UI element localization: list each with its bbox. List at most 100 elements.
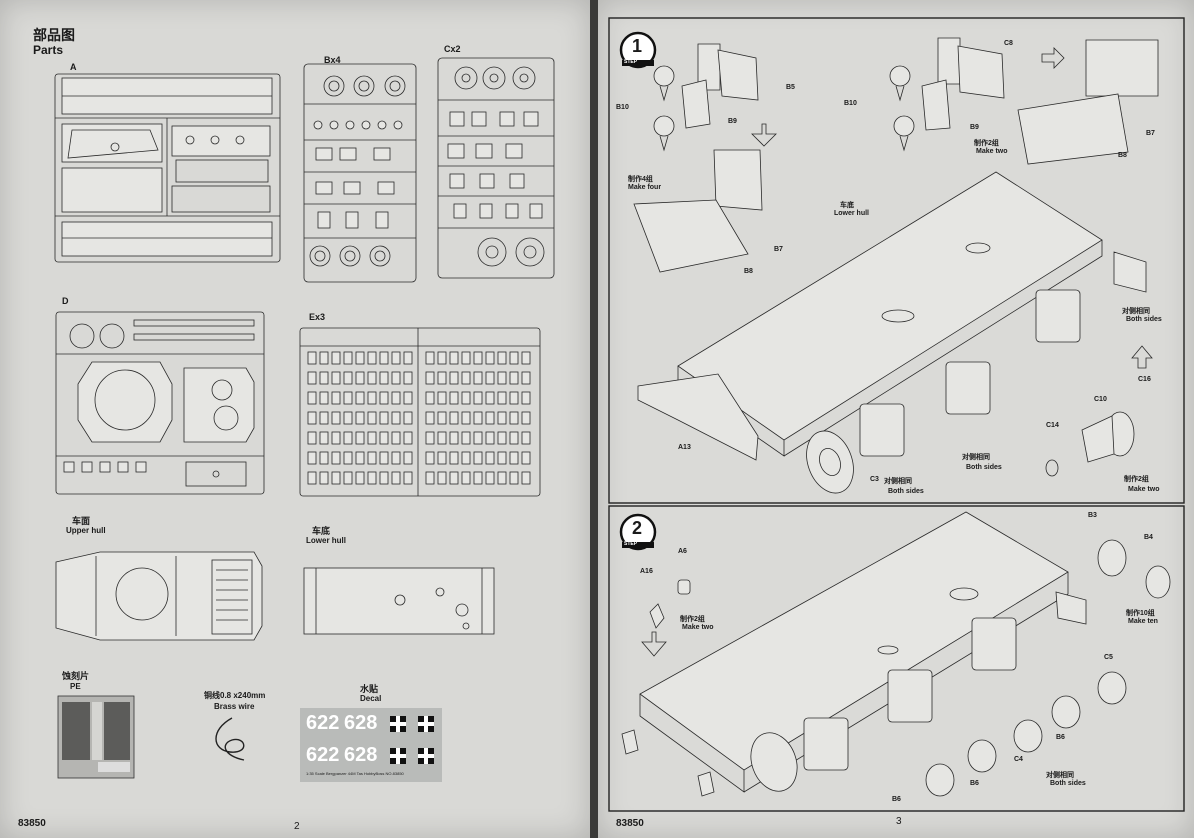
track-link bbox=[509, 411, 519, 425]
track-link bbox=[331, 431, 341, 445]
lower-hull-cn-step1: 车底 bbox=[840, 202, 854, 209]
track-link bbox=[521, 471, 531, 485]
track-link bbox=[437, 451, 447, 465]
track-link bbox=[355, 411, 365, 425]
track-link bbox=[331, 391, 341, 405]
track-link bbox=[331, 451, 341, 465]
track-link bbox=[437, 471, 447, 485]
track-link bbox=[319, 411, 329, 425]
track-link bbox=[319, 391, 329, 405]
decal-sheet: 622 628 622 628 1:35 Scale Bergpanzer 44… bbox=[300, 708, 442, 782]
track-link bbox=[473, 471, 483, 485]
label-b6-c: B6 bbox=[892, 796, 901, 803]
label-c5: C5 bbox=[1104, 654, 1113, 661]
balkenkreuz-icon bbox=[390, 716, 434, 764]
both-sides-cn-c: 对侧相同 bbox=[962, 454, 990, 461]
both-sides-en-c: Both sides bbox=[966, 464, 1002, 471]
track-link bbox=[473, 391, 483, 405]
label-b9-a: B9 bbox=[728, 118, 737, 125]
make-two-cn-a: 制作2组 bbox=[974, 140, 999, 147]
track-link bbox=[497, 371, 507, 385]
label-b6-a: B6 bbox=[1056, 734, 1065, 741]
label-b4: B4 bbox=[1144, 534, 1153, 541]
track-link bbox=[343, 431, 353, 445]
track-link bbox=[509, 451, 519, 465]
track-link bbox=[485, 391, 495, 405]
track-link bbox=[509, 351, 519, 365]
make-two-en-a: Make two bbox=[976, 148, 1008, 155]
upper-hull-en: Upper hull bbox=[66, 526, 106, 535]
track-link bbox=[391, 471, 401, 485]
track-link bbox=[425, 351, 435, 365]
track-link bbox=[509, 471, 519, 485]
track-link bbox=[355, 391, 365, 405]
track-link bbox=[403, 371, 413, 385]
decal-number-1: 622 bbox=[306, 712, 340, 734]
track-link bbox=[343, 451, 353, 465]
decal-cn: 水贴 bbox=[360, 684, 379, 694]
track-link bbox=[343, 391, 353, 405]
left-page: 部品图 Parts A Bx4 Cx2 D Ex3 bbox=[0, 0, 590, 838]
right-page: 1 STEP bbox=[598, 0, 1194, 838]
track-link bbox=[379, 411, 389, 425]
lower-hull-en-step1: Lower hull bbox=[834, 210, 869, 217]
step1-number: 1 bbox=[632, 36, 643, 56]
label-c10: C10 bbox=[1094, 396, 1107, 403]
track-link bbox=[355, 451, 365, 465]
parts-title-en: Parts bbox=[33, 43, 64, 57]
label-b8-a: B8 bbox=[1118, 152, 1127, 159]
track-link bbox=[425, 371, 435, 385]
track-link bbox=[497, 391, 507, 405]
track-link bbox=[437, 411, 447, 425]
track-link bbox=[355, 471, 365, 485]
track-link bbox=[403, 431, 413, 445]
track-link bbox=[367, 371, 377, 385]
parts-title-cn: 部品图 bbox=[33, 27, 75, 43]
track-link bbox=[319, 451, 329, 465]
label-c4: C4 bbox=[1014, 756, 1023, 763]
label-a16: A16 bbox=[640, 568, 653, 575]
track-link bbox=[461, 351, 471, 365]
track-link bbox=[437, 371, 447, 385]
track-link bbox=[319, 431, 329, 445]
track-link bbox=[485, 471, 495, 485]
label-a6: A6 bbox=[678, 548, 687, 555]
track-link bbox=[473, 371, 483, 385]
track-link bbox=[391, 411, 401, 425]
track-link bbox=[379, 471, 389, 485]
track-link bbox=[485, 431, 495, 445]
left-page-code: 83850 bbox=[18, 818, 46, 829]
decal-number-4: 628 bbox=[344, 744, 378, 766]
track-link bbox=[461, 451, 471, 465]
track-link bbox=[331, 371, 341, 385]
track-link bbox=[367, 431, 377, 445]
both-sides-cn-b: 对侧相同 bbox=[884, 478, 912, 485]
track-link bbox=[355, 351, 365, 365]
sprue-a-drawing bbox=[54, 73, 281, 263]
step2-number: 2 bbox=[632, 518, 643, 538]
label-a13: A13 bbox=[678, 444, 691, 451]
step1-label: STEP bbox=[624, 59, 638, 65]
track-link bbox=[461, 391, 471, 405]
sprue-c-drawing bbox=[437, 57, 555, 279]
label-b7-b: B7 bbox=[774, 246, 783, 253]
track-link bbox=[449, 411, 459, 425]
track-link bbox=[391, 351, 401, 365]
both-sides-en-b: Both sides bbox=[888, 488, 924, 495]
right-page-number: 3 bbox=[896, 816, 902, 827]
track-link bbox=[307, 351, 317, 365]
track-link bbox=[307, 431, 317, 445]
track-link bbox=[461, 411, 471, 425]
both-sides-en-a: Both sides bbox=[1126, 316, 1162, 323]
label-b8-b: B8 bbox=[744, 268, 753, 275]
make-ten-en: Make ten bbox=[1128, 618, 1158, 625]
track-link bbox=[497, 451, 507, 465]
track-link bbox=[391, 451, 401, 465]
track-link bbox=[403, 471, 413, 485]
track-link bbox=[403, 411, 413, 425]
track-link bbox=[521, 371, 531, 385]
track-link bbox=[449, 431, 459, 445]
make-ten-cn: 制作10组 bbox=[1126, 610, 1155, 617]
label-b5: B5 bbox=[786, 84, 795, 91]
track-link bbox=[449, 451, 459, 465]
